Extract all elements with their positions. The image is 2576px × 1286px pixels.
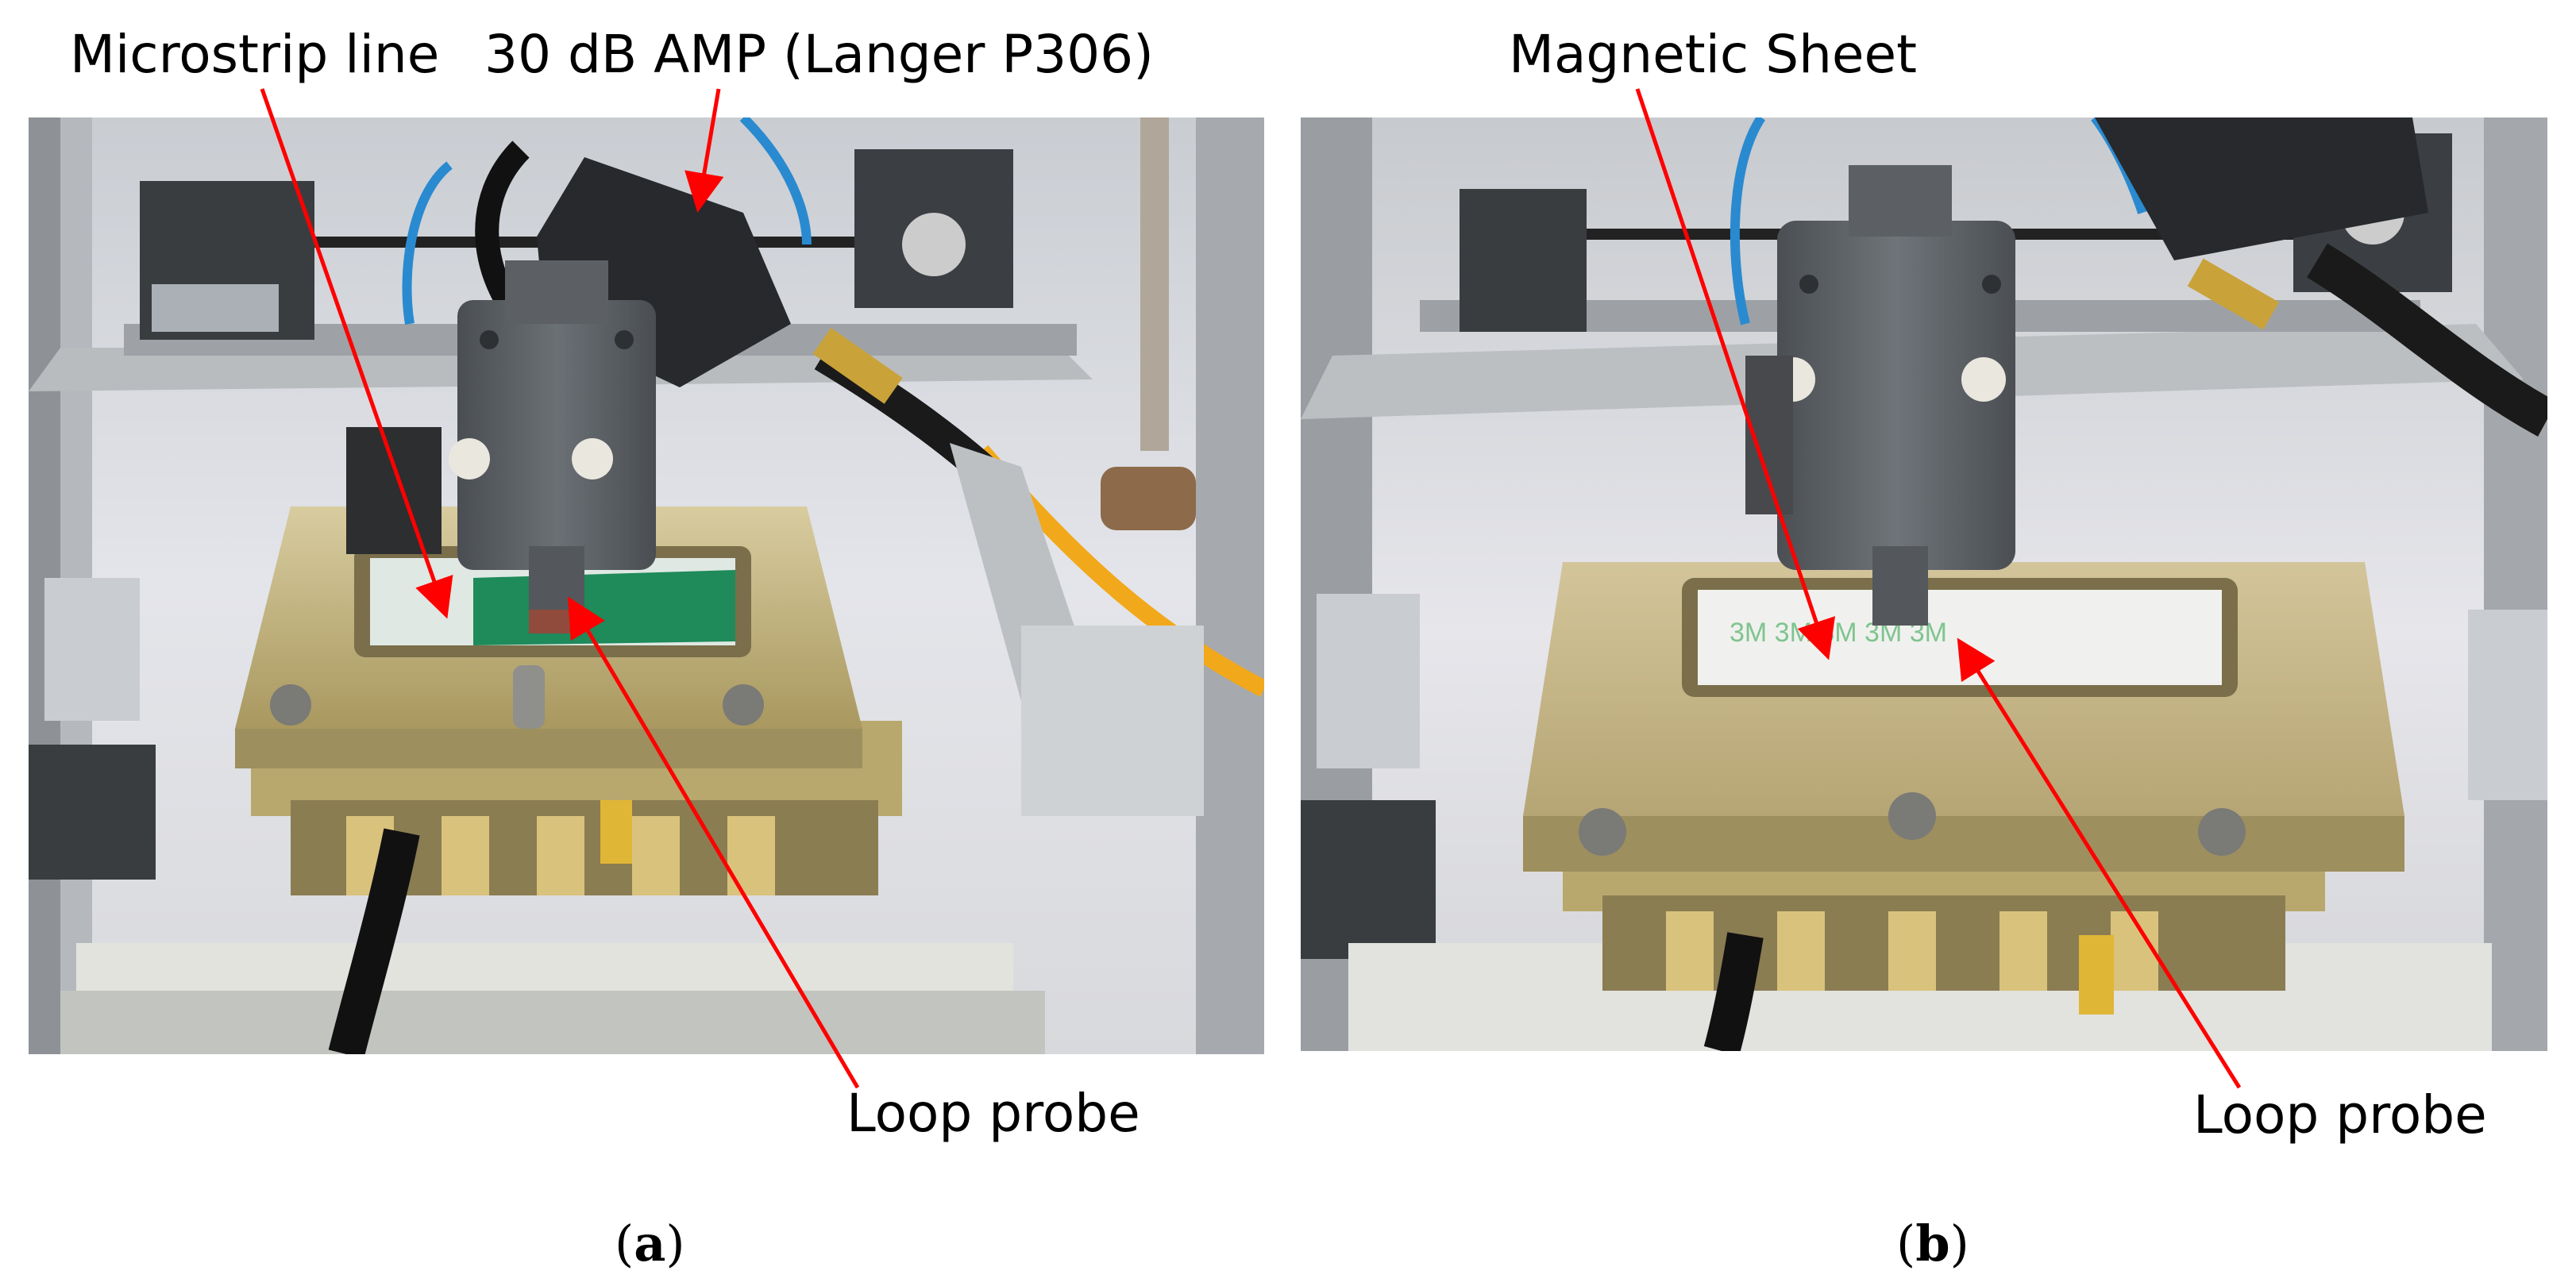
photo-a-illustration: [29, 117, 1264, 1054]
label-amplifier: 30 dB AMP (Langer P306): [484, 24, 1154, 85]
caption-a-letter: a: [634, 1215, 666, 1273]
caption-b-letter: b: [1915, 1215, 1950, 1273]
arrow-microstrip: [260, 88, 453, 619]
photo-b-illustration: 3M 3M 3M 3M 3M: [1301, 117, 2547, 1051]
photo-panel-a: [29, 117, 1264, 1054]
arrow-loop-probe-a: [567, 596, 860, 1089]
arrow-magnetic-sheet: [1635, 88, 1835, 660]
label-loop-probe-b: Loop probe: [2193, 1084, 2487, 1145]
photo-panel-b: 3M 3M 3M 3M 3M: [1301, 117, 2547, 1051]
label-magnetic-sheet: Magnetic Sheet: [1509, 24, 1918, 85]
label-loop-probe-a: Loop probe: [846, 1083, 1140, 1144]
label-microstrip-line: Microstrip line: [70, 24, 440, 85]
caption-panel-b: (b): [1896, 1215, 1969, 1273]
arrow-loop-probe-b: [1957, 637, 2242, 1089]
caption-panel-a: (a): [615, 1215, 685, 1273]
arrow-amplifier: [684, 88, 724, 213]
